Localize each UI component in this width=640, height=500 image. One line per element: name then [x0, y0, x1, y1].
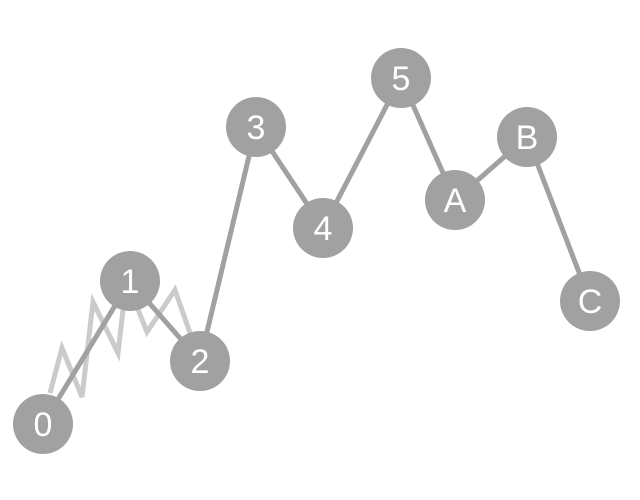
- node-label: 3: [247, 109, 266, 147]
- node-1[interactable]: 1: [100, 251, 160, 311]
- node-label: B: [516, 119, 539, 157]
- zigzag-edge-1-2: [134, 284, 193, 338]
- node-circle: [13, 394, 73, 454]
- node-circle: [100, 251, 160, 311]
- node-circle: [560, 271, 620, 331]
- node-label: 5: [392, 60, 411, 98]
- node-label: 1: [121, 263, 140, 301]
- node-5[interactable]: 5: [371, 48, 431, 108]
- node-4[interactable]: 4: [293, 198, 353, 258]
- node-label: C: [578, 283, 603, 321]
- node-layer: 0 1 2 3 4 5A B C: [13, 48, 620, 454]
- node-circle: [226, 97, 286, 157]
- node-label: 2: [191, 343, 210, 381]
- node-label: A: [444, 182, 467, 220]
- node-C[interactable]: C: [560, 271, 620, 331]
- node-circle: [371, 48, 431, 108]
- node-3[interactable]: 3: [226, 97, 286, 157]
- node-label: 4: [314, 210, 333, 248]
- node-circle: [293, 198, 353, 258]
- node-circle: [425, 170, 485, 230]
- node-A[interactable]: A: [425, 170, 485, 230]
- node-circle: [170, 331, 230, 391]
- edge-2-3: [197, 126, 259, 362]
- node-label: 0: [34, 406, 53, 444]
- node-circle: [497, 107, 557, 167]
- node-B[interactable]: B: [497, 107, 557, 167]
- node-2[interactable]: 2: [170, 331, 230, 391]
- node-0[interactable]: 0: [13, 394, 73, 454]
